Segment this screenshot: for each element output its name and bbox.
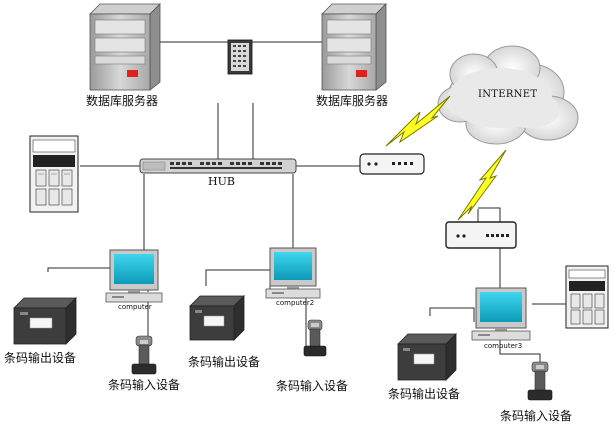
barcode-scanner-2 <box>303 319 327 357</box>
label-computer-1: computer <box>118 303 152 311</box>
modem-device <box>359 153 425 175</box>
label-internet: INTERNET <box>478 89 538 100</box>
link-printer2-computer2 <box>205 269 271 290</box>
computer-1 <box>105 249 163 303</box>
barcode-printer-1 <box>13 297 77 345</box>
barcode-printer-3 <box>397 333 457 381</box>
barcode-scanner-1 <box>131 335 157 375</box>
label-db-server-right: 数据库服务器 <box>316 94 389 108</box>
tower-server-right <box>565 265 609 329</box>
label-scanner-3: 条码输入设备 <box>500 409 573 423</box>
lightning-bolt-icon <box>457 149 507 221</box>
wireless-links <box>385 95 507 221</box>
link-printer3-computer3 <box>429 307 475 322</box>
label-db-server-left: 数据库服务器 <box>86 94 159 108</box>
barcode-printer-2 <box>189 295 245 341</box>
label-computer-2: computer2 <box>276 299 315 307</box>
label-hub: HUB <box>208 175 235 188</box>
database-server-left <box>89 3 161 91</box>
hub-device <box>139 158 297 174</box>
label-computer-3: computer3 <box>484 342 523 350</box>
computer-2 <box>265 247 321 299</box>
internet-cloud <box>437 45 579 145</box>
patch-panel <box>227 39 253 75</box>
label-printer-3: 条码输出设备 <box>388 387 461 401</box>
label-scanner-2: 条码输入设备 <box>276 379 349 393</box>
label-scanner-1: 条码输入设备 <box>108 378 181 392</box>
link-router-right <box>478 207 501 222</box>
barcode-scanner-3 <box>527 361 553 401</box>
server-led-icon <box>127 70 138 77</box>
router-device <box>445 221 517 249</box>
label-printer-1: 条码输出设备 <box>4 351 77 365</box>
database-server-right <box>321 3 387 91</box>
lightning-bolt-icon <box>385 95 451 147</box>
computer-3 <box>471 287 531 341</box>
server-led-icon <box>356 70 367 77</box>
link-computer3-scanner3 <box>499 334 541 362</box>
label-printer-2: 条码输出设备 <box>188 355 261 369</box>
tower-server-left <box>29 135 79 213</box>
